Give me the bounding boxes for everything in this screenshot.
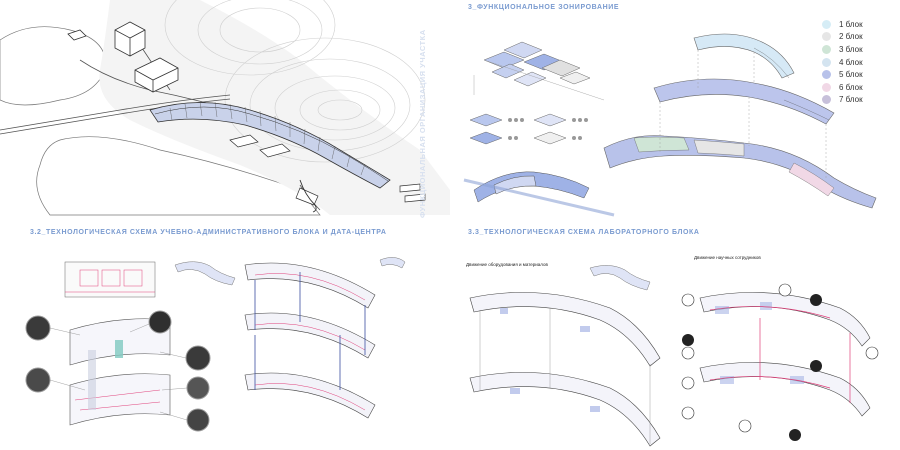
legend-label: 2 блок [839,32,863,42]
legend-swatch [822,57,831,67]
zoning-title: 3_ФУНКЦИОНАЛЬНОЕ ЗОНИРОВАНИЕ [468,4,620,11]
legend-swatch [822,19,831,29]
floor-level-3 [693,33,795,79]
server-photo-icon [148,310,172,334]
legend-label: 6 блок [839,82,863,92]
people-icon [865,346,879,360]
server-photo-icon [186,408,210,432]
zoning-axonometric [603,33,877,209]
building-small [67,29,87,41]
legend-label: 1 блок [839,19,863,29]
zoning-legend: 1 блок 2 блок 3 блок 4 блок 5 блок 6 бло… [822,18,892,106]
lab-scheme-title: 3.3_ТЕХНОЛОГИЧЕСКАЯ СХЕМА ЛАБОРАТОРНОГО … [468,229,700,236]
server-photo-icon [185,345,211,371]
admin-key-plan [174,261,236,286]
lock-icon [738,419,752,433]
lab-floors-right [699,292,871,417]
zoning-mini-diagrams [463,41,615,217]
terrain-area [99,0,450,215]
lab-icons [681,283,879,441]
recycle-icon [810,294,822,306]
lab-scheme [469,265,879,447]
legend-label: 7 блок [839,95,863,105]
legend-item-1: 1 блок [822,18,892,31]
lab-key-plan [589,265,651,291]
admin-floors-right [244,257,406,419]
people-icon [681,376,695,390]
drop-icon [789,429,801,441]
legend-item-4: 4 блок [822,56,892,69]
legend-label: 5 блок [839,70,863,80]
people-icon [681,293,695,307]
legend-item-2: 2 блок [822,31,892,44]
lock-icon [778,283,792,297]
caption-staff: Движение научных сотрудников [694,255,761,260]
main-complex [149,101,391,189]
legend-item-7: 7 блок [822,94,892,107]
alert-icon [810,360,822,372]
legend-swatch [822,44,831,54]
legend-item-5: 5 блок [822,68,892,81]
admin-floors [69,318,171,426]
gear-icon [682,334,694,346]
datacenter-schematic [64,261,156,298]
caption-equipment: Движение оборудования и материалов [466,262,548,267]
people-icon [681,406,695,420]
legend-label: 3 блок [839,44,863,54]
admin-scheme-title: 3.2_ТЕХНОЛОГИЧЕСКАЯ СХЕМА УЧЕБНО-АДМИНИС… [30,229,387,236]
admin-scheme [25,257,406,432]
legend-swatch [822,32,831,42]
legend-swatch [822,95,831,105]
people-icon [681,346,695,360]
server-photo-icon [25,315,51,341]
vertical-section-label: ФУНКЦИОНАЛЬНАЯ ОРГАНИЗАЦИЯ УЧАСТКА [418,29,427,218]
lab-floors-left [469,292,661,447]
server-photo-icon [186,376,210,400]
floor-level-1 [603,135,877,209]
legend-item-3: 3 блок [822,43,892,56]
legend-swatch [822,82,831,92]
site-plan [0,0,450,216]
legend-swatch [822,70,831,80]
legend-label: 4 блок [839,57,863,67]
server-photo-icon [25,367,51,393]
legend-item-6: 6 блок [822,81,892,94]
floor-level-2 [653,78,835,125]
